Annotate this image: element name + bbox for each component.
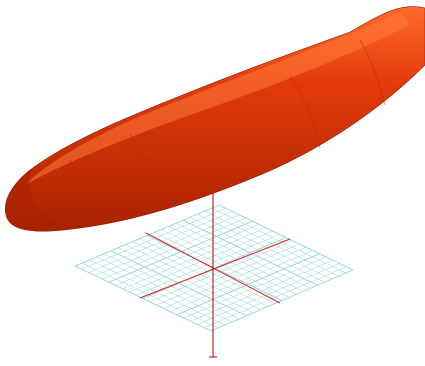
- fuselage-nose: [5, 170, 81, 232]
- grid-line: [149, 240, 293, 302]
- grid-line: [161, 229, 297, 295]
- grid-line: [175, 223, 311, 289]
- grid-line: [142, 237, 287, 299]
- fuselage-seam: [69, 159, 101, 225]
- fuselage-highlight: [25, 12, 410, 185]
- grid-line: [154, 232, 290, 298]
- grid-line: [197, 263, 340, 325]
- fuselage-seam: [359, 39, 386, 106]
- grid-line: [156, 243, 300, 306]
- grid-line: [190, 260, 333, 322]
- fuselage-seam: [129, 133, 161, 211]
- grid-line: [176, 253, 320, 316]
- grid-line: [170, 250, 313, 312]
- grid-line: [168, 226, 304, 292]
- grid-line: [211, 207, 347, 274]
- grid-line: [163, 247, 307, 309]
- grid-line: [210, 269, 354, 332]
- grid-line: [204, 210, 339, 277]
- grid-line: [204, 266, 347, 328]
- fuselage-seam: [289, 75, 321, 149]
- grid-line: [218, 204, 354, 271]
- fuselage-model[interactable]: [4, 6, 425, 232]
- grid-line: [182, 219, 318, 286]
- grid-line: [183, 256, 327, 319]
- grid-line: [197, 213, 332, 280]
